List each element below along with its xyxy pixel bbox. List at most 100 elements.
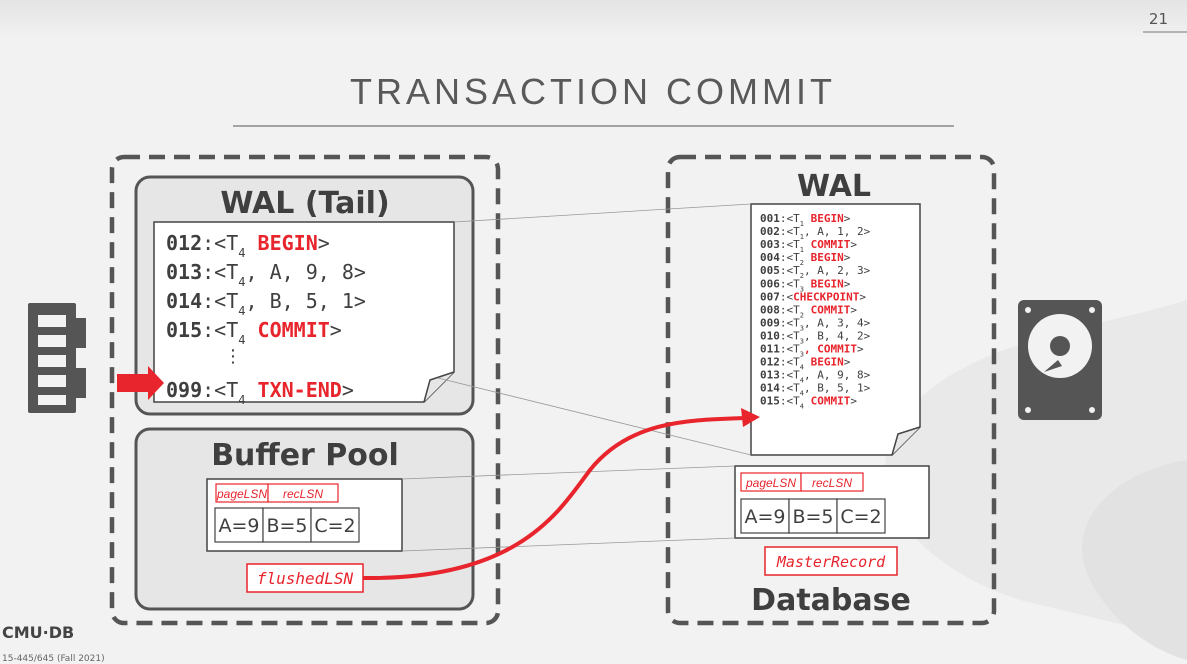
disk-wal-entry-part: > [850, 238, 857, 251]
disk-wal-entry-part: COMMIT [804, 238, 851, 251]
disk-wal-entry-lsn: 010 [760, 329, 780, 342]
disk-wal-entry-part: > [850, 303, 857, 316]
disk-wal-entry-part: 3 [800, 285, 804, 293]
flushed-lsn-label: flushedLSN [257, 569, 354, 588]
slide-title: TRANSACTION COMMIT [350, 71, 836, 112]
disk-wal-entry-lsn: 013 [760, 369, 780, 382]
wal-tail-entry-lsn: 099 [166, 378, 202, 402]
footer-course: 15-445/645 (Fall 2021) [2, 654, 105, 664]
buffer-rec-lsn-label: recLSN [283, 487, 323, 501]
disk-wal-entry: 006:<T3 BEGIN> [760, 277, 851, 293]
disk-wal-entry-part: :<T [780, 225, 800, 238]
disk-wal-entry-part: 3 [800, 337, 804, 345]
disk-wal-entry-part: 4 [800, 403, 804, 411]
disk-wal-entry: 010:<T3, B, 4, 2> [760, 329, 871, 345]
wal-tail-entry: 099:<T4 TXN-END> [166, 378, 354, 407]
wal-tail-entry-lsn: 013 [166, 260, 202, 284]
disk-wal-entry-part: 4 [800, 364, 804, 372]
disk-wal-entry-part: BEGIN [804, 251, 844, 264]
flush-curve [362, 416, 746, 581]
wal-tail-page-fold [423, 371, 455, 403]
disk-wal-entry-part: 2 [800, 311, 804, 319]
disk-wal-entry-part: :< [780, 290, 794, 303]
wal-tail-entry: 013:<T4, A, 9, 8> [166, 260, 366, 289]
disk-wal-entry: 002:<T1, A, 1, 2> [760, 225, 871, 241]
wal-tail-entry-part: :<T [202, 289, 238, 313]
disk-wal-entry-part: , COMMIT [804, 343, 857, 356]
disk-wal-entry: 004:<T2 BEGIN> [760, 251, 851, 267]
wal-tail-entries: 012:<T4 BEGIN>013:<T4, A, 9, 8>014:<T4, … [166, 231, 366, 407]
disk-wal-entry: 011:<T3, COMMIT> [760, 343, 864, 359]
disk-wal-entry-part: 1 [800, 246, 804, 254]
disk-wal-entry-lsn: 005 [760, 264, 780, 277]
disk-wal-title: WAL [797, 169, 871, 204]
disk-wal-entry-lsn: 008 [760, 303, 780, 316]
disk-wal-entry-part: :<T [780, 329, 800, 342]
disk-value-c: C=2 [840, 506, 881, 528]
master-record-box [764, 546, 898, 576]
disk-page: pageLSN recLSN A=9 B=5 C=2 [734, 465, 930, 539]
disk-wal-entry-lsn: 011 [760, 343, 780, 356]
wal-tail-entry-part: COMMIT [245, 318, 329, 342]
wal-tail-entry-part: BEGIN [245, 231, 317, 255]
flushed-lsn-box [246, 563, 364, 593]
disk-wal-entry-part: :<T [780, 369, 800, 382]
wal-tail-entry-part: :<T [202, 378, 238, 402]
disk-wal-entry-part: , A, 9, 8> [804, 369, 871, 382]
wal-tail-entry-part: 4 [238, 333, 245, 347]
buffer-value-b: B=5 [266, 515, 307, 537]
disk-wal-entry-part: :<T [780, 238, 800, 251]
ram-chip-icon [28, 303, 86, 413]
wal-tail-entry-part: , A, 9, 8> [245, 260, 365, 284]
wal-tail-entry-part: , B, 5, 1> [245, 289, 365, 313]
disk-wal-entry: 005:<T2, A, 2, 3> [760, 264, 871, 280]
disk-wal-entry-lsn: 003 [760, 238, 780, 251]
page-number: 21 [1149, 10, 1168, 28]
wal-tail-entry-part: 4 [238, 275, 245, 289]
wal-tail-title: WAL (Tail) [220, 186, 389, 221]
disk-wal-entry-lsn: 006 [760, 277, 780, 290]
wal-tail-entry-part: :<T [202, 260, 238, 284]
disk-wal-entry-part: 2 [800, 259, 804, 267]
wal-tail-entry-part: 4 [238, 304, 245, 318]
disk-wal-entry-part: 3 [800, 324, 804, 332]
disk-wal-entry-part: COMMIT [804, 395, 851, 408]
disk-wal-entry-lsn: 015 [760, 395, 780, 408]
disk-wal-entry-part: 1 [800, 220, 804, 228]
flush-arrowhead-icon [741, 408, 760, 427]
disk-wal-entry-part: > [844, 356, 851, 369]
disk-wal-entry: 015:<T4 COMMIT> [760, 395, 857, 411]
disk-wal-entry-part: > [857, 343, 864, 356]
disk-wal-entry-part: :<T [780, 277, 800, 290]
wal-tail-entry-lsn: 012 [166, 231, 202, 255]
disk-wal-entry-part: :<T [780, 264, 800, 277]
wal-tail-entry-part: > [318, 231, 330, 255]
disk-wal-entry-lsn: 007 [760, 290, 780, 303]
disk-wal-entry: 012:<T4 BEGIN> [760, 356, 851, 372]
disk-wal-entry: 013:<T4, A, 9, 8> [760, 369, 871, 385]
wal-tail-entry-part: 4 [238, 246, 245, 260]
master-record-label: MasterRecord [776, 553, 886, 571]
disk-wal-entry: 008:<T2 COMMIT> [760, 303, 857, 319]
disk-wal-entry-lsn: 014 [760, 382, 780, 395]
disk-wal-entry-part: > [850, 395, 857, 408]
disk-wal-entry-part: COMMIT [804, 303, 851, 316]
wal-tail-entry-part: :<T [202, 231, 238, 255]
disk-wal-entry-part: :<T [780, 356, 800, 369]
disk-wal-entry-lsn: 012 [760, 356, 780, 369]
disk-wal-entry-part: :<T [780, 382, 800, 395]
wal-tail-ellipsis: ⋮ [224, 346, 242, 367]
buffer-value-c: C=2 [314, 515, 355, 537]
buffer-page-lsn-label: pageLSN [216, 487, 267, 501]
disk-value-a: A=9 [744, 506, 785, 528]
disk-wal-entry: 014:<T4, B, 5, 1> [760, 382, 871, 398]
disk-wal-entry-part: , B, 4, 2> [804, 329, 871, 342]
background-swirl [885, 300, 1187, 660]
disk-wal-entry-part: :<T [780, 343, 800, 356]
disk-wal-entry-part: CHECKPOINT [793, 290, 860, 303]
disk-wal-entry-part: 3 [800, 351, 804, 359]
buffer-pool-title: Buffer Pool [211, 438, 399, 473]
disk-wal-entry-part: :<T [780, 316, 800, 329]
disk-wal-entry-part: , A, 2, 3> [804, 264, 871, 277]
